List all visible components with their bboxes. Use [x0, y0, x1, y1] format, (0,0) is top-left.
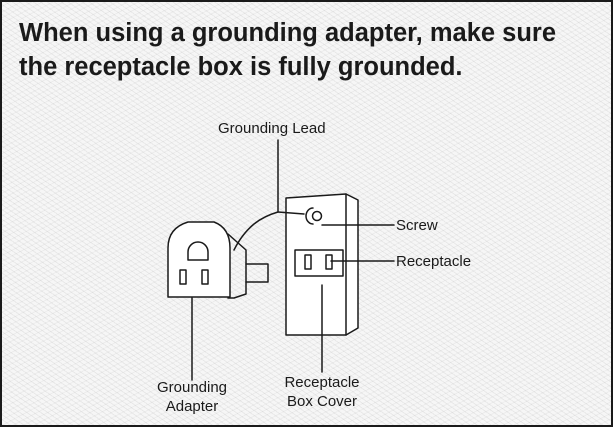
diagram-heading: When using a grounding adapter, make sur… [19, 16, 609, 84]
grounding-lead-wire [233, 139, 279, 251]
lead-to-screw [277, 211, 305, 215]
receptacle-label: Receptacle [396, 253, 471, 270]
grounding-lead-label: Grounding Lead [218, 120, 326, 137]
screw-label: Screw [396, 217, 438, 234]
grounding-adapter [167, 221, 269, 299]
receptacle [294, 249, 344, 277]
screw [305, 207, 323, 225]
adapter-label-line-2: Adapter [166, 398, 219, 415]
box-cover-label-line-1: Receptacle [284, 374, 359, 391]
heading-line-1: When using a grounding adapter, make sur… [19, 19, 557, 47]
adapter-label-line-1: Grounding [157, 379, 227, 396]
box-cover-label-line-2: Box Cover [287, 393, 357, 410]
heading-line-2: the receptacle box is fully grounded. [19, 53, 463, 81]
